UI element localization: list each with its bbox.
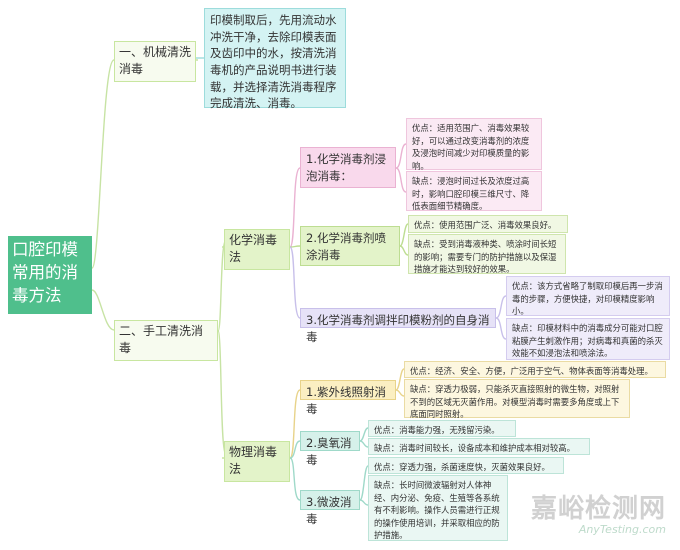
chem-spray-pros: 优点：使用范围广泛、消毒效果良好。 — [408, 215, 568, 233]
uv-pros: 优点：经济、安全、方便，广泛用于空气、物体表面等消毒处理。 — [404, 361, 666, 378]
root-topic[interactable]: 口腔印模常用的消毒方法 — [8, 236, 92, 314]
chem-spray-node[interactable]: 2.化学消毒剂喷涂消毒 — [300, 226, 400, 266]
watermark: 嘉峪检测网 AnyTesting.com — [531, 488, 666, 536]
chem-mix-node[interactable]: 3.化学消毒剂调拌印模粉剂的自身消毒 — [300, 308, 496, 344]
physical-disinfection-method[interactable]: 物理消毒法 — [224, 441, 290, 482]
watermark-cn: 嘉峪检测网 — [530, 494, 666, 524]
branch-manual-cleaning[interactable]: 二、手工清洗消毒 — [114, 320, 218, 361]
chem-soak-pros: 优点：适用范围广、消毒效果较好，可以通过改变消毒剂的浓度及浸泡时间减少对印模质量… — [406, 118, 542, 171]
chemical-disinfection-method[interactable]: 化学消毒法 — [224, 229, 290, 270]
watermark-en: AnyTesting.com — [578, 523, 666, 536]
chem-soak-node[interactable]: 1.化学消毒剂浸泡消毒： — [300, 147, 396, 188]
ozone-pros: 优点：消毒能力强，无残留污染。 — [368, 420, 516, 437]
chem-mix-cons: 缺点：印模材料中的消毒成分可能对口腔粘膜产生刺激作用；对病毒和真菌的杀灭效能不如… — [506, 318, 670, 360]
uv-cons: 缺点：穿透力极弱，只能杀灭直接照射的微生物，对照射不到的区域无灭菌作用。对模型消… — [404, 379, 630, 419]
microwave-pros: 优点：穿透力强，杀菌速度快，灭菌效果良好。 — [368, 457, 564, 474]
ozone-cons: 缺点：消毒时间较长，设备成本和维护成本相对较高。 — [368, 438, 590, 455]
ozone-disinfection-node[interactable]: 2.臭氧消毒 — [300, 431, 360, 467]
mechanical-cleaning-description: 印模制取后，先用流动水冲洗干净，去除印模表面及齿印中的水，按清洗消毒机的产品说明… — [204, 8, 346, 110]
branch-mechanical-cleaning[interactable]: 一、机械清洗消毒 — [114, 41, 196, 82]
chem-spray-cons: 缺点：受到消毒液种类、喷涂时间长短的影响；需要专门的防护措施以及保湿措施才能达到… — [408, 234, 566, 274]
microwave-cons: 缺点：长时间微波辐射对人体神经、内分泌、免疫、生殖等各系统有不利影响。操作人员需… — [368, 475, 508, 541]
chem-mix-pros: 优点：该方式省略了制取印模后再一步消毒的步骤，方便快捷，对印模精度影响小。 — [506, 276, 670, 316]
microwave-disinfection-node[interactable]: 3.微波消毒 — [300, 490, 360, 526]
uv-disinfection-node[interactable]: 1.紫外线照射消毒 — [300, 380, 396, 416]
chem-soak-cons: 缺点：浸泡时间过长及浓度过高时，影响口腔印模三维尺寸、降低表面细节精确度。 — [406, 171, 542, 211]
